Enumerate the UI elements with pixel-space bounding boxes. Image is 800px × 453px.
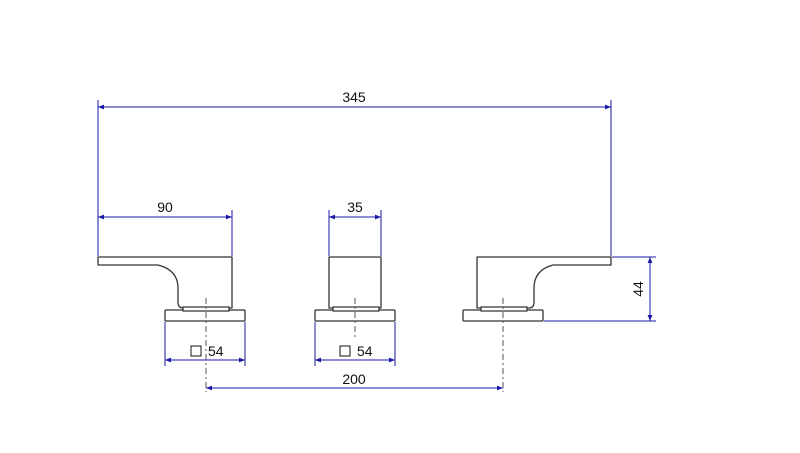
left-lever (97, 256, 233, 309)
square-symbol-icon (190, 345, 202, 357)
dimension-center-distance: 200 (206, 371, 503, 391)
overall-width-label: 345 (342, 89, 366, 105)
base-left-label: 54 (208, 343, 224, 359)
middle-spout (314, 256, 396, 322)
base-middle-label: 54 (357, 343, 373, 359)
lever-length-label: 90 (157, 199, 173, 215)
right-lever (476, 256, 612, 309)
center-distance-label: 200 (342, 371, 366, 387)
dimension-height: 44 (544, 256, 656, 322)
middle-base-collar (332, 306, 380, 312)
dimension-lever-length: 90 (98, 199, 233, 256)
height-label: 44 (630, 281, 646, 297)
dimension-overall-width: 345 (97, 89, 612, 256)
dimension-base-middle: 54 (314, 322, 396, 366)
right-handle (462, 256, 612, 322)
dimension-spout-width: 35 (328, 199, 382, 256)
dimension-base-left: 54 (164, 322, 246, 366)
square-symbol-icon (339, 345, 351, 357)
right-base-collar (480, 306, 528, 312)
left-handle (97, 256, 246, 322)
spout-width-label: 35 (347, 199, 363, 215)
